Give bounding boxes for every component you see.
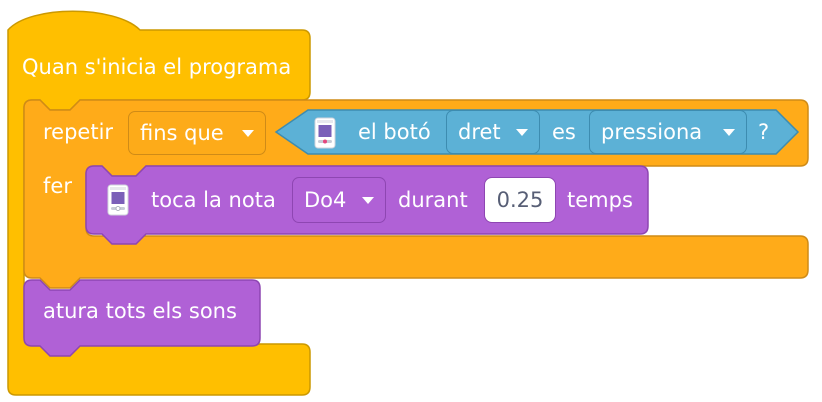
condition-label-suffix: ? bbox=[758, 120, 770, 144]
hat-block-label: Quan s'inicia el programa bbox=[22, 55, 292, 79]
hub-icon bbox=[314, 117, 336, 149]
note-label-prefix: toca la nota bbox=[151, 188, 276, 212]
stop-block-label: atura tots els sons bbox=[43, 299, 237, 323]
note-dropdown[interactable]: Do4 bbox=[292, 177, 386, 223]
hub-icon bbox=[107, 184, 129, 216]
repeat-label: repetir bbox=[43, 120, 114, 144]
stop-block-shape[interactable] bbox=[23, 279, 261, 357]
button-dropdown[interactable]: dret bbox=[446, 110, 540, 154]
button-dropdown-value: dret bbox=[458, 120, 501, 144]
repeat-mode-dropdown[interactable]: fins que bbox=[128, 111, 266, 155]
duration-input[interactable]: 0.25 bbox=[484, 177, 556, 223]
chevron-down-icon bbox=[516, 129, 528, 136]
condition-label-prefix: el botó bbox=[358, 120, 431, 144]
duration-input-value: 0.25 bbox=[496, 188, 544, 212]
repeat-mode-value: fins que bbox=[140, 121, 224, 145]
note-label-middle: durant bbox=[398, 188, 468, 212]
chevron-down-icon bbox=[723, 129, 735, 136]
condition-label-middle: es bbox=[552, 120, 576, 144]
repeat-do-label: fer bbox=[43, 174, 72, 198]
chevron-down-icon bbox=[362, 197, 374, 204]
state-dropdown[interactable]: pressiona bbox=[589, 110, 747, 154]
chevron-down-icon bbox=[242, 130, 254, 137]
note-dropdown-value: Do4 bbox=[304, 188, 347, 212]
state-dropdown-value: pressiona bbox=[601, 120, 703, 144]
note-label-suffix: temps bbox=[567, 188, 633, 212]
